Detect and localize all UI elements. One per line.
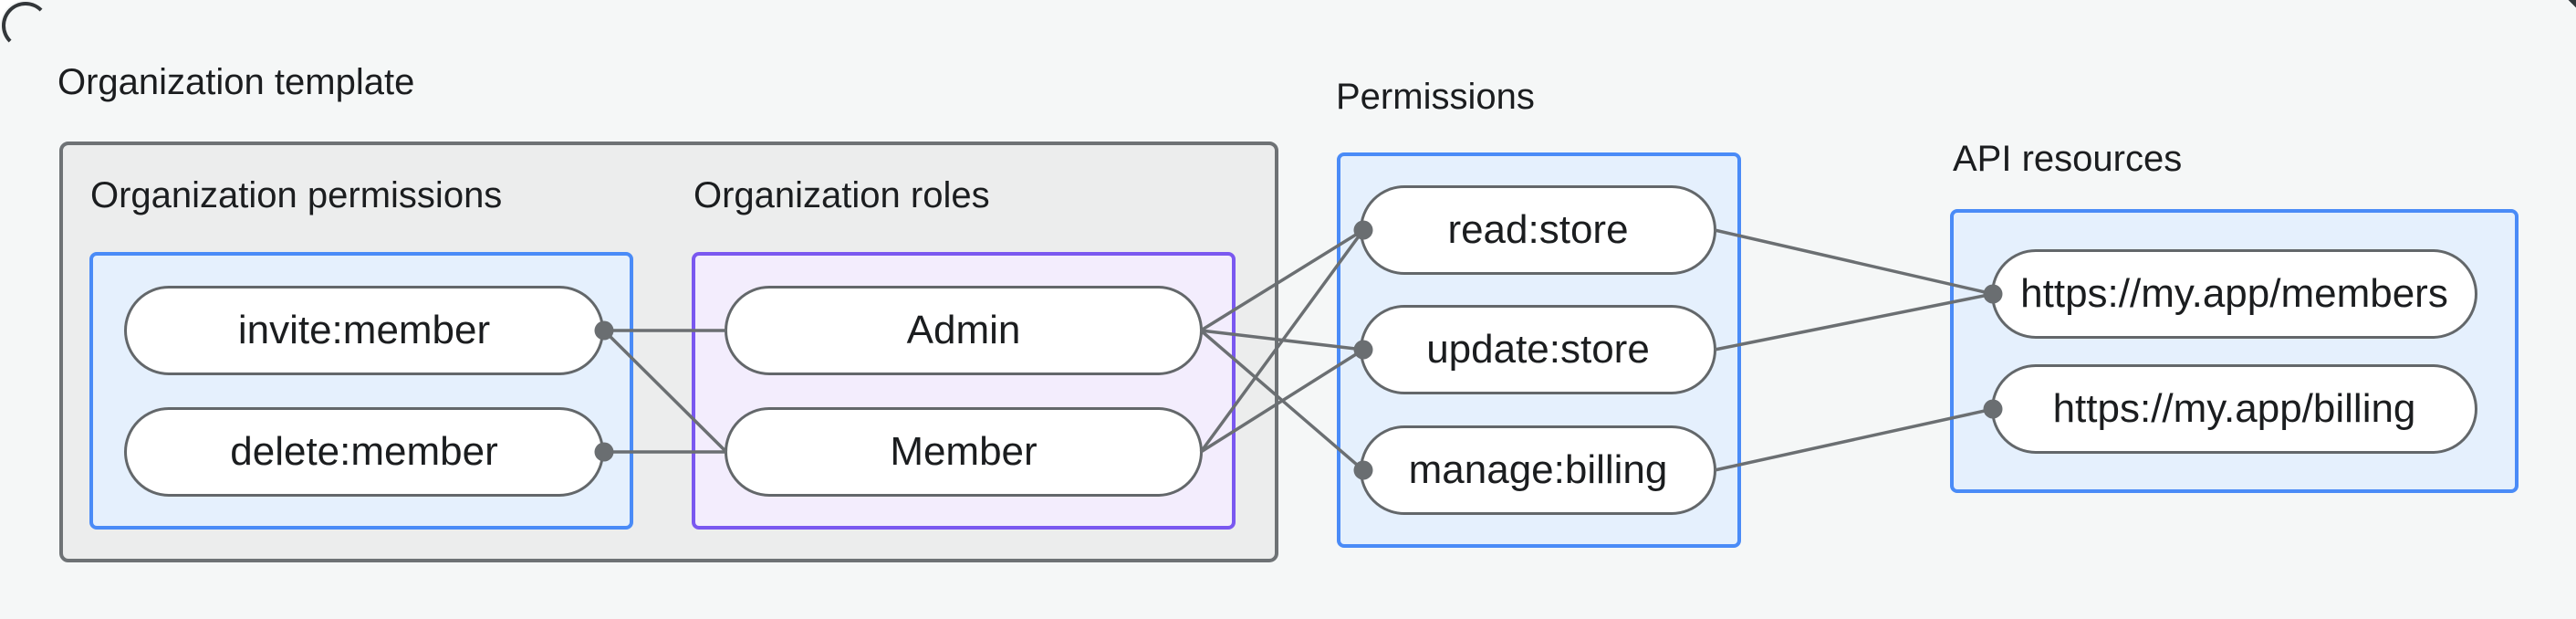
node-api-billing-url: https://my.app/billing bbox=[1991, 364, 2477, 454]
node-delete-member: delete:member bbox=[124, 407, 604, 497]
api-resources-heading: API resources bbox=[1953, 139, 2183, 179]
permissions-heading: Permissions bbox=[1336, 77, 1535, 117]
window-corner-artifact-top-right bbox=[2568, 0, 2576, 8]
node-invite-member: invite:member bbox=[124, 286, 604, 375]
node-member-role: Member bbox=[725, 407, 1203, 497]
node-api-members-url: https://my.app/members bbox=[1991, 249, 2477, 339]
node-admin-role: Admin bbox=[725, 286, 1203, 375]
node-manage-billing: manage:billing bbox=[1360, 425, 1716, 515]
node-read-store: read:store bbox=[1360, 185, 1716, 275]
organization-roles-heading: Organization roles bbox=[694, 175, 990, 215]
organization-template-title: Organization template bbox=[57, 62, 415, 102]
organization-permissions-heading: Organization permissions bbox=[90, 175, 503, 215]
window-corner-artifact-top-left bbox=[2, 2, 49, 49]
node-update-store: update:store bbox=[1360, 305, 1716, 394]
